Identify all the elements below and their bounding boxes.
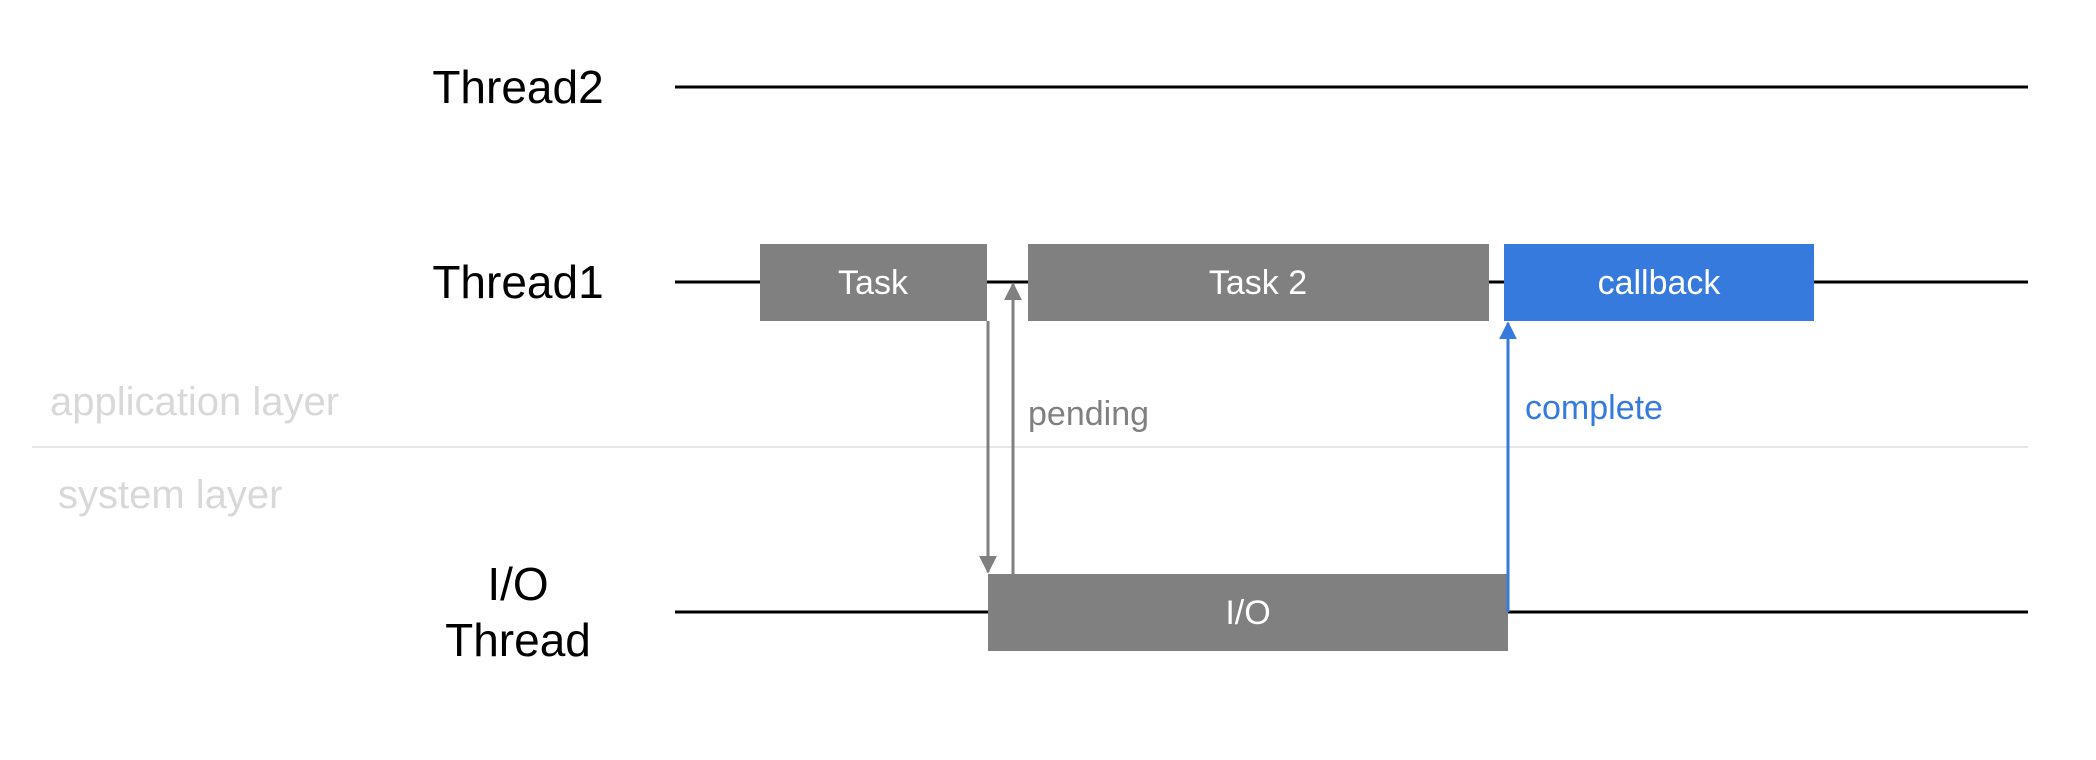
callback-block-label: callback bbox=[1598, 264, 1722, 302]
io-thread-label-line1: I/O bbox=[487, 558, 548, 610]
io-block bbox=[988, 574, 1508, 651]
thread2-label: Thread2 bbox=[432, 61, 603, 113]
thread1-label: Thread1 bbox=[432, 256, 603, 308]
task2-block bbox=[1028, 244, 1489, 321]
task2-block-label: Task 2 bbox=[1209, 264, 1307, 302]
pending-label: pending bbox=[1028, 395, 1149, 433]
task-block-label: Task bbox=[838, 264, 909, 302]
io-thread-label-line2: Thread bbox=[445, 614, 591, 666]
complete-label: complete bbox=[1525, 389, 1663, 427]
application-layer-label: application layer bbox=[50, 380, 339, 424]
callback-block bbox=[1504, 244, 1814, 321]
system-layer-label: system layer bbox=[58, 473, 283, 517]
task-block bbox=[760, 244, 987, 321]
io-block-label: I/O bbox=[1225, 594, 1270, 632]
